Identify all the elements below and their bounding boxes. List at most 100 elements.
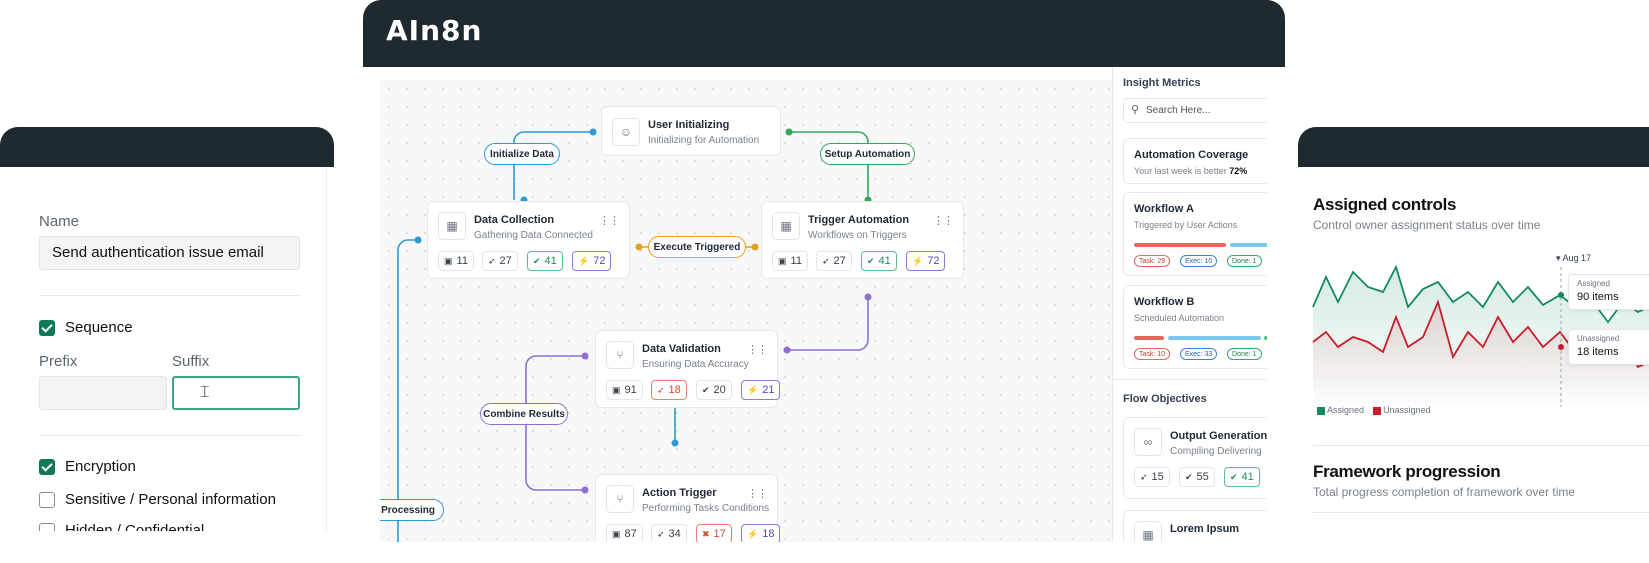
user-icon: ☺ [612, 118, 640, 146]
node-data-validation[interactable]: ⑂ Data Validation Ensuring Data Accuracy… [595, 330, 781, 408]
task-tag: Task: 10 [1134, 348, 1171, 360]
metrics-title: Insight Metrics [1123, 77, 1201, 89]
stat-check: ✔41 [527, 251, 563, 271]
node-user-initializing[interactable]: ☺ User Initializing Initializing for Aut… [601, 106, 781, 156]
stat-value: 27 [499, 255, 512, 267]
rocket-icon: ➶ [657, 384, 665, 395]
node-data-collection[interactable]: ▦ Data Collection Gathering Data Connect… [427, 201, 630, 279]
coverage-subtitle: Your last week is better 72% [1134, 166, 1247, 176]
unassigned-marker-dot [1558, 344, 1564, 350]
stat-flash: ⚡72 [572, 251, 612, 271]
tooltip-value: 18 items [1577, 346, 1619, 358]
edge-label-setup[interactable]: Setup Automation [820, 143, 915, 165]
coverage-card[interactable]: Automation Coverage Your last week is be… [1123, 138, 1267, 184]
stat-rocket: ➶27 [482, 251, 518, 271]
tooltip-unassigned: Unassigned 18 items [1568, 329, 1649, 365]
edge-label-combine[interactable]: Combine Results [480, 403, 568, 425]
search-input[interactable]: ⚲ Search Here... [1123, 98, 1267, 123]
branch-icon: ⑂ [606, 485, 634, 513]
output-title: Output Generation [1170, 430, 1267, 442]
suffix-input[interactable]: ⌶ [172, 376, 300, 410]
stat-value: 18 [762, 528, 775, 540]
stat-value: 87 [624, 528, 637, 540]
drag-handle-icon[interactable]: ⋮⋮ [747, 488, 768, 500]
progress-blue [1168, 336, 1261, 340]
stat-check: ✔20 [696, 380, 732, 400]
calendar-icon: ▦ [1134, 521, 1162, 542]
prefix-input[interactable] [39, 376, 167, 410]
legend-assigned: Assigned [1327, 405, 1365, 415]
stat-check-green: ✔41 [1224, 467, 1260, 487]
done-tag: Done: 1 [1227, 255, 1262, 267]
stat-value: 41 [878, 255, 891, 267]
stat-value: 34 [668, 528, 681, 540]
node-subtitle: Ensuring Data Accuracy [642, 359, 749, 370]
left-panel-header [0, 127, 334, 167]
check-circle-icon: ✔ [1230, 471, 1238, 482]
framework-title: Framework progression [1313, 462, 1501, 481]
tag-text: Task: 29 [1139, 257, 1166, 265]
check-circle-icon: ✔ [702, 384, 710, 395]
workflow-b-card[interactable]: Workflow B Scheduled Automation Task: 10… [1123, 285, 1267, 369]
hidden-checkbox[interactable] [39, 523, 55, 531]
stat-value: 41 [544, 255, 557, 267]
divider [1113, 379, 1267, 380]
controls-title: Assigned controls [1313, 195, 1457, 214]
clipped-row: Hidden / Confidential [0, 517, 326, 531]
lorem-title: Lorem Ipsum [1170, 523, 1240, 535]
check-circle-icon: ✔ [533, 255, 541, 266]
legend-unassigned: Unassigned [1383, 405, 1431, 415]
workflow-canvas[interactable]: Initialize Data Setup Automation Execute… [380, 80, 1112, 542]
encryption-label: Encryption [65, 458, 136, 475]
node-action-trigger[interactable]: ⑂ Action Trigger Performing Tasks Condit… [595, 474, 781, 542]
tag-text: Done: 1 [1232, 257, 1257, 265]
progress-blue [1230, 243, 1267, 247]
encryption-checkbox[interactable] [39, 459, 55, 475]
flash-icon: ⚡ [912, 255, 924, 266]
sensitive-checkbox[interactable] [39, 492, 55, 508]
stat-rocket: ➶34 [651, 524, 687, 542]
branch-icon: ⑂ [606, 341, 634, 369]
sensitive-label: Sensitive / Personal information [65, 491, 276, 508]
stat-value: 11 [790, 255, 802, 267]
coverage-title: Automation Coverage [1134, 149, 1249, 161]
sequence-checkbox[interactable] [39, 320, 55, 336]
divider [39, 295, 300, 296]
stat-rocket: ➶27 [816, 251, 852, 271]
node-subtitle: Initializing for Automation [648, 135, 760, 146]
output-generation-card[interactable]: ∞ Output Generation Compiling Delivering… [1123, 417, 1267, 499]
tag-text: Done: 1 [1232, 350, 1257, 358]
stat-value: 27 [833, 255, 846, 267]
node-title: Data Collection [474, 214, 555, 226]
brand-logo: AIn8n [386, 14, 483, 47]
node-subtitle: Gathering Data Connected [474, 230, 593, 241]
drag-handle-icon[interactable]: ⋮⋮ [933, 215, 954, 227]
divider [1313, 445, 1649, 446]
workflow-a-subtitle: Triggered by User Actions [1134, 220, 1238, 230]
stat-box: ▣11 [438, 251, 474, 271]
stat-value: 21 [762, 384, 775, 396]
edge-label-select[interactable]: Select Processing [380, 499, 444, 521]
drag-handle-icon[interactable]: ⋮⋮ [747, 344, 768, 356]
controls-subtitle: Control owner assignment status over tim… [1313, 218, 1541, 232]
edge-label-select-text: Select Processing [380, 504, 435, 516]
workflow-b-subtitle: Scheduled Automation [1134, 313, 1225, 323]
edge-label-initialize[interactable]: Initialize Data [484, 143, 560, 165]
name-input[interactable]: Send authentication issue email [39, 236, 300, 270]
edge-label-execute[interactable]: Execute Triggered [648, 236, 746, 258]
search-placeholder: Search Here... [1146, 105, 1211, 116]
sequence-label: Sequence [65, 319, 133, 336]
lorem-ipsum-card[interactable]: ▦ Lorem Ipsum [1123, 510, 1267, 542]
stat-rocket: ➶18 [651, 380, 687, 400]
tooltip-label: Assigned [1577, 279, 1610, 288]
drag-handle-icon[interactable]: ⋮⋮ [599, 215, 620, 227]
form-panel: Name Send authentication issue email Seq… [0, 167, 327, 531]
tooltip-value: 90 items [1577, 291, 1619, 303]
name-input-value: Send authentication issue email [52, 244, 264, 261]
check-circle-icon: ✔ [1185, 471, 1193, 482]
objectives-title: Flow Objectives [1123, 393, 1207, 405]
legend-swatch-unassigned [1372, 406, 1381, 415]
node-trigger-automation[interactable]: ▦ Trigger Automation Workflows on Trigge… [761, 201, 964, 279]
workflow-a-card[interactable]: Workflow A Triggered by User Actions Tas… [1123, 192, 1267, 276]
stat-value: 41 [1241, 471, 1254, 483]
